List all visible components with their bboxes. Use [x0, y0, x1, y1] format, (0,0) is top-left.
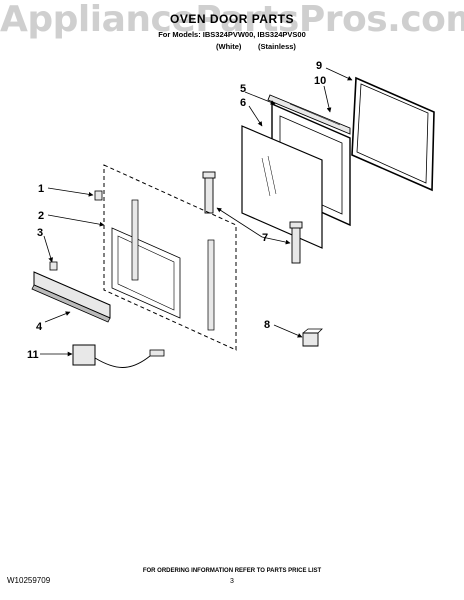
document-number: W10259709: [7, 576, 51, 585]
door-switch-part: [72, 344, 165, 368]
variant-white: (White): [216, 42, 242, 51]
door-gasket-part: [351, 76, 435, 192]
model-numbers: For Models: IBS324PVW00, IBS324PVS00: [158, 30, 306, 39]
page-number: 3: [230, 578, 234, 585]
leader-lines: [40, 67, 353, 357]
glass-pane-part: [241, 125, 323, 249]
callout-5: 5: [240, 83, 246, 95]
callout-4: 4: [36, 321, 43, 333]
door-handle-part: [31, 271, 111, 323]
callout-7: 7: [262, 232, 268, 244]
page-title: OVEN DOOR PARTS: [170, 12, 294, 26]
callout-11: 11: [27, 349, 39, 361]
callout-10: 10: [314, 75, 326, 87]
door-clip-part: [94, 190, 103, 201]
callout-labels: 1 2 3 4 5 6 7 8 9 10 11: [27, 60, 326, 361]
watermark: AppliancePartsPros.com: [0, 0, 464, 40]
callout-8: 8: [264, 319, 270, 331]
handle-endcap-part: [49, 261, 58, 271]
door-bracket-part: [302, 328, 323, 347]
callout-3: 3: [37, 227, 43, 239]
variant-stainless: (Stainless): [258, 42, 296, 51]
door-top-trim-part: [267, 94, 351, 135]
ordering-info: FOR ORDERING INFORMATION REFER TO PARTS …: [142, 568, 322, 574]
callout-1: 1: [38, 183, 44, 195]
door-hinge-part: [202, 171, 303, 264]
outer-door-panel-part: [103, 164, 237, 351]
callout-2: 2: [38, 210, 44, 222]
callout-6: 6: [240, 97, 246, 109]
callout-9: 9: [316, 60, 322, 72]
